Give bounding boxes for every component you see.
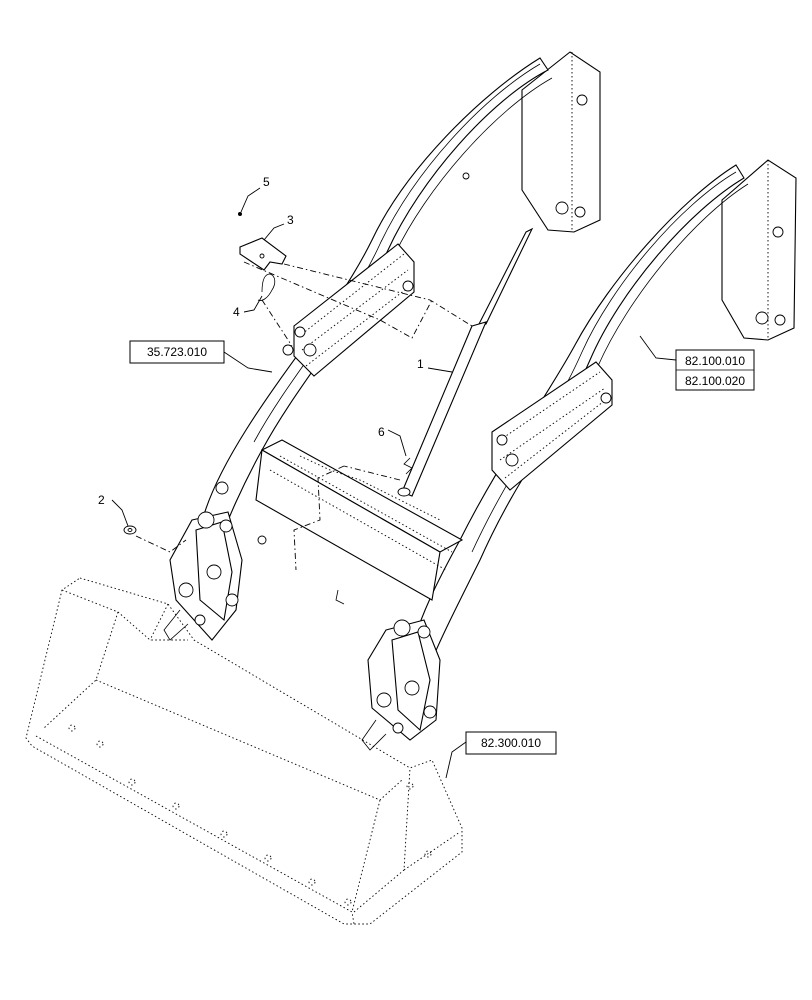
callout-2: 2	[98, 493, 105, 507]
clip-part-6	[403, 457, 413, 475]
callout-1: 1	[417, 357, 424, 371]
callout-6: 6	[378, 425, 385, 439]
right-linkage	[361, 619, 441, 751]
leader-lines	[111, 187, 677, 779]
hook-part-4	[257, 273, 276, 301]
ref-boom-right-a-label: 82.100.010	[685, 354, 745, 368]
bucket	[25, 577, 463, 925]
callout-3: 3	[287, 213, 294, 227]
rod-part-1	[397, 227, 534, 497]
callout-5: 5	[263, 175, 270, 189]
cross-tube	[255, 439, 464, 601]
right-boom-arm	[411, 159, 797, 661]
ref-bucket-label: 82.300.010	[481, 736, 541, 750]
ref-box-boom-left[interactable]: 35.723.010	[129, 340, 225, 364]
assembly-lines	[135, 261, 473, 571]
ref-box-boom-right[interactable]: 82.100.010 82.100.020	[675, 349, 755, 391]
callout-4: 4	[233, 305, 240, 319]
ref-boom-left-label: 35.723.010	[147, 345, 207, 359]
left-linkage	[163, 511, 267, 641]
small-parts	[123, 212, 413, 605]
pin-part-5	[238, 212, 242, 216]
ref-box-bucket[interactable]: 82.300.010	[465, 731, 557, 755]
ref-boom-right-b-label: 82.100.020	[685, 374, 745, 388]
